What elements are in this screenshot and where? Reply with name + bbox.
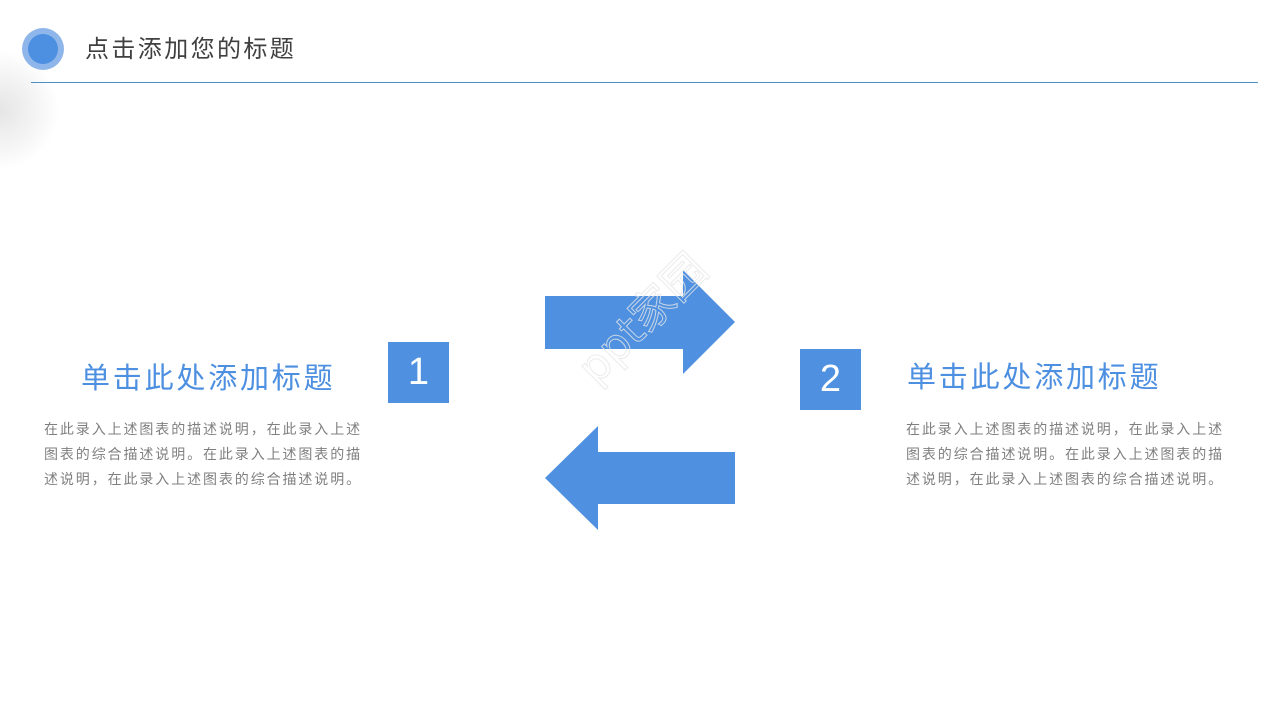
title-divider [31,82,1258,83]
arrow-left-icon [545,426,735,530]
item-1-heading[interactable]: 单击此处添加标题 [81,361,336,395]
page-title[interactable]: 点击添加您的标题 [85,35,297,63]
item-2-heading[interactable]: 单击此处添加标题 [907,360,1162,394]
item-2-description[interactable]: 在此录入上述图表的描述说明，在此录入上述图表的综合描述说明。在此录入上述图表的描… [906,422,1224,488]
item-2-number-badge: 2 [800,349,861,410]
item-1-number: 1 [407,351,430,393]
item-1-description[interactable]: 在此录入上述图表的描述说明，在此录入上述图表的综合描述说明。在此录入上述图表的描… [44,422,362,488]
item-2-number: 2 [819,358,842,400]
arrow-right-icon [545,270,735,374]
item-1-number-badge: 1 [388,342,449,403]
title-bullet-icon [22,28,64,70]
